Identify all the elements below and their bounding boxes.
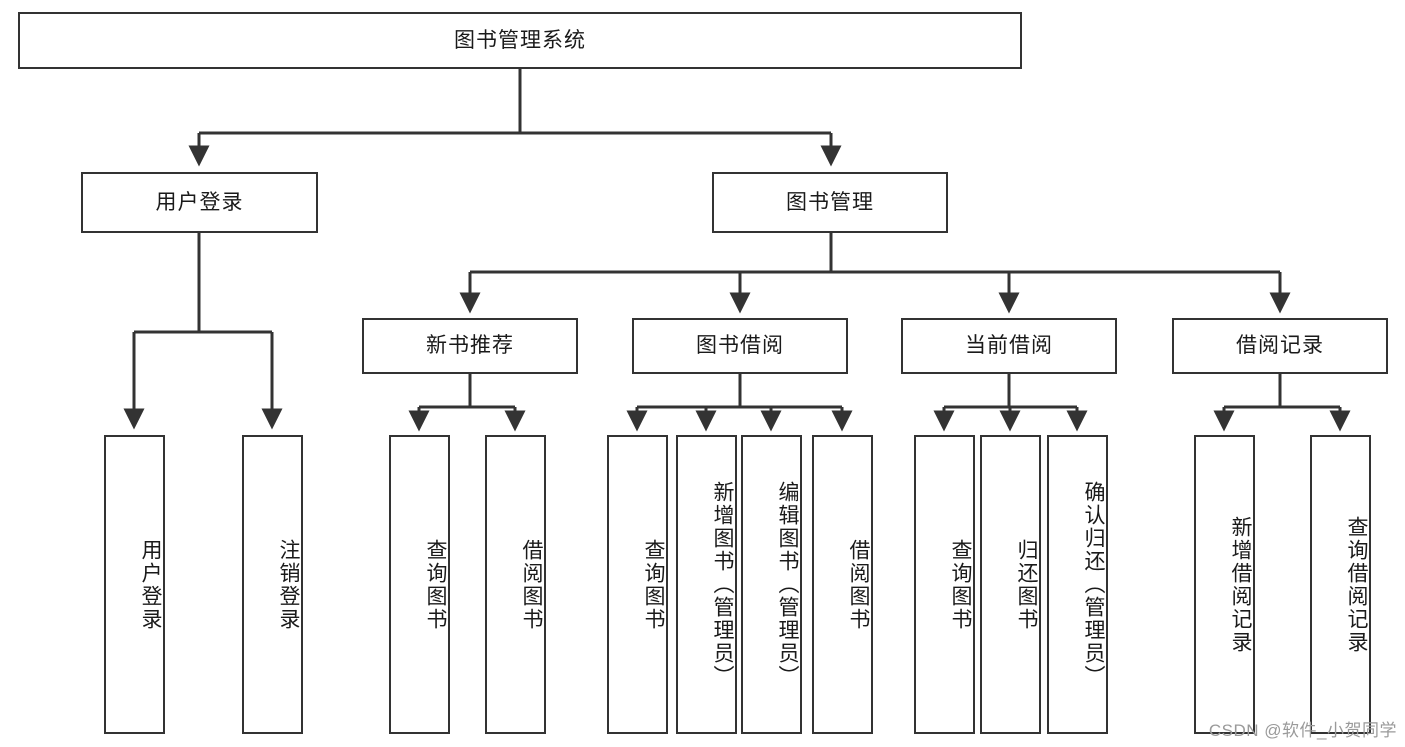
node-book-manage[interactable]: 图书管理	[712, 172, 948, 233]
node-current-borrow[interactable]: 当前借阅	[901, 318, 1117, 374]
leaf-confirm-return[interactable]: 确认归还（管理员）	[1047, 435, 1108, 734]
leaf-edit-book[interactable]: 编辑图书（管理员）	[741, 435, 802, 734]
node-borrow-record[interactable]: 借阅记录	[1172, 318, 1388, 374]
node-new-book-recommend[interactable]: 新书推荐	[362, 318, 578, 374]
node-book-borrow[interactable]: 图书借阅	[632, 318, 848, 374]
leaf-return-book[interactable]: 归还图书	[980, 435, 1041, 734]
leaf-user-logout[interactable]: 注销登录	[242, 435, 303, 734]
leaf-borrow-book[interactable]: 借阅图书	[812, 435, 873, 734]
node-user-login[interactable]: 用户登录	[81, 172, 318, 233]
leaf-user-login[interactable]: 用户登录	[104, 435, 165, 734]
leaf-add-borrow-record[interactable]: 新增借阅记录	[1194, 435, 1255, 734]
leaf-query-book-current[interactable]: 查询图书	[914, 435, 975, 734]
node-root[interactable]: 图书管理系统	[18, 12, 1022, 69]
leaf-add-book[interactable]: 新增图书（管理员）	[676, 435, 737, 734]
leaf-query-book-borrow[interactable]: 查询图书	[607, 435, 668, 734]
leaf-query-book-recommend[interactable]: 查询图书	[389, 435, 450, 734]
leaf-borrow-book-recommend[interactable]: 借阅图书	[485, 435, 546, 734]
leaf-query-borrow-record[interactable]: 查询借阅记录	[1310, 435, 1371, 734]
csdn-watermark: CSDN @软件_小贺同学	[1208, 721, 1397, 740]
